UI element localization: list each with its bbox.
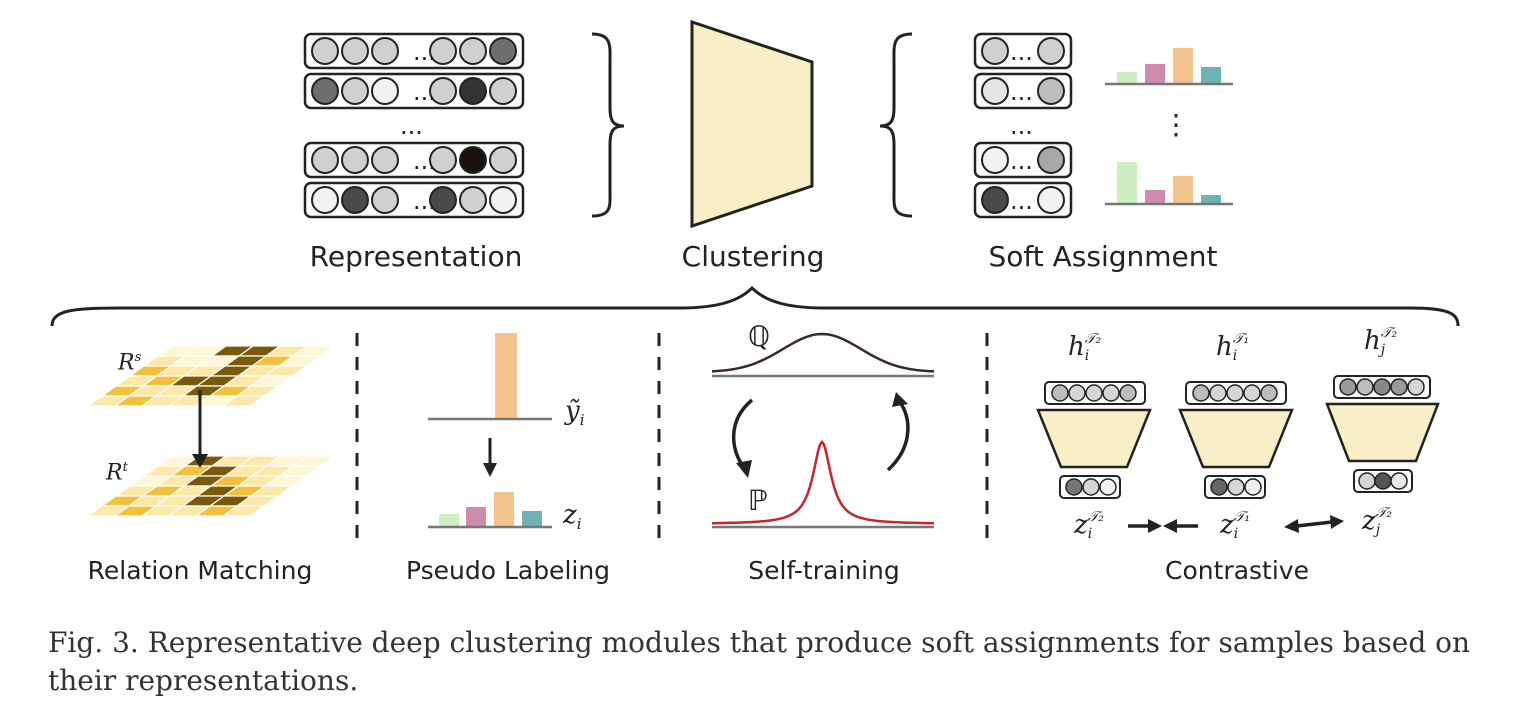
relation-matching-grids xyxy=(86,345,336,517)
self-training-label: Self-training xyxy=(748,556,900,585)
soft-assignment-bars-bottom xyxy=(1105,162,1233,206)
figure-caption: Fig. 3. Representative deep clustering m… xyxy=(48,626,1471,697)
pseudo-label-prediction xyxy=(428,492,552,529)
q-label: ℚ xyxy=(748,320,771,353)
vertical-ellipsis: ⋮ xyxy=(1162,108,1190,141)
p-label: ℙ xyxy=(748,484,768,517)
relation-cell xyxy=(221,505,266,517)
pseudo-labeling-label: Pseudo Labeling xyxy=(405,556,611,585)
ellipsis: ... xyxy=(1010,112,1033,140)
soft-assignment-vectors: ... ... ... ... ... xyxy=(973,32,1073,219)
opening-brace xyxy=(879,32,913,218)
ellipsis: ... xyxy=(413,147,436,175)
arrow-head xyxy=(1163,519,1177,533)
representation-vectors: ... ... ... ... ... xyxy=(303,32,525,219)
curved-arrow-up xyxy=(886,401,910,472)
arrow-head xyxy=(1330,515,1344,529)
ellipsis: ... xyxy=(400,112,423,140)
relation-cell xyxy=(221,395,266,407)
r-s-label: Rs xyxy=(118,350,142,376)
soft-assignment-bars-top xyxy=(1105,48,1233,86)
contrastive-branch-left xyxy=(1036,381,1152,499)
pseudo-label-target xyxy=(428,333,552,421)
r-t-label: Rt xyxy=(106,460,128,486)
ellipsis: ... xyxy=(1010,187,1033,215)
arrow-head xyxy=(736,460,752,478)
ellipsis: ... xyxy=(413,187,436,215)
arrow-head xyxy=(483,463,497,477)
contrastive-branch-middle xyxy=(1178,381,1294,499)
y-tilde-label: ỹi xyxy=(565,396,585,430)
curved-arrow-down xyxy=(732,398,754,470)
arrow-head xyxy=(192,454,208,468)
clustering-encoder xyxy=(690,19,814,229)
ellipsis: ... xyxy=(1010,147,1033,175)
arrow-head xyxy=(1148,519,1162,533)
ellipsis: ... xyxy=(413,38,436,66)
arrow-head xyxy=(1284,519,1299,533)
z-label: zi xyxy=(563,500,582,534)
closing-brace xyxy=(591,32,625,218)
ellipsis: ... xyxy=(1010,38,1033,66)
clustering-label: Clustering xyxy=(681,240,825,273)
representation-label: Representation xyxy=(309,240,523,273)
p-distribution-curve xyxy=(712,439,934,525)
soft-assignment-label: Soft Assignment xyxy=(988,240,1218,273)
relation-matching-label: Relation Matching xyxy=(87,556,313,585)
module-brace xyxy=(50,285,1460,327)
contrastive-label: Contrastive xyxy=(1165,556,1309,585)
contrastive-branch-right xyxy=(1325,375,1440,493)
ellipsis: ... xyxy=(413,78,436,106)
q-distribution-curve xyxy=(711,332,935,373)
repel-arrow xyxy=(1296,520,1333,528)
arrow-head xyxy=(892,392,908,407)
ellipsis: ... xyxy=(1010,78,1033,106)
